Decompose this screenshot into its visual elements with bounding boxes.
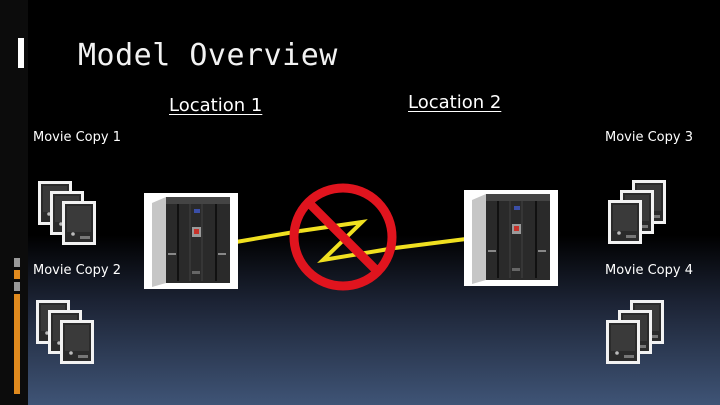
accent-bar <box>18 38 24 68</box>
location-2-label: Location 2 <box>408 92 502 113</box>
accent-bar <box>14 294 20 394</box>
accent-bar <box>14 282 20 291</box>
movie-copy-2-label: Movie Copy 2 <box>33 263 121 278</box>
movie-tape-stack-icon <box>38 181 96 245</box>
movie-copy-4-label: Movie Copy 4 <box>605 263 693 278</box>
no-symbol-icon <box>289 183 397 291</box>
movie-copy-3-label: Movie Copy 3 <box>605 130 693 145</box>
movie-tape-stack-icon <box>608 180 666 244</box>
movie-copy-1-label: Movie Copy 1 <box>33 130 121 145</box>
slide-title: Model Overview <box>78 38 338 73</box>
movie-tape-stack-icon <box>606 300 664 364</box>
tape-library-server-icon <box>144 193 238 289</box>
accent-bar <box>14 258 20 267</box>
tape-library-server-icon <box>464 190 558 286</box>
accent-bar <box>14 270 20 279</box>
movie-tape-stack-icon <box>36 300 94 364</box>
location-1-label: Location 1 <box>169 95 263 116</box>
